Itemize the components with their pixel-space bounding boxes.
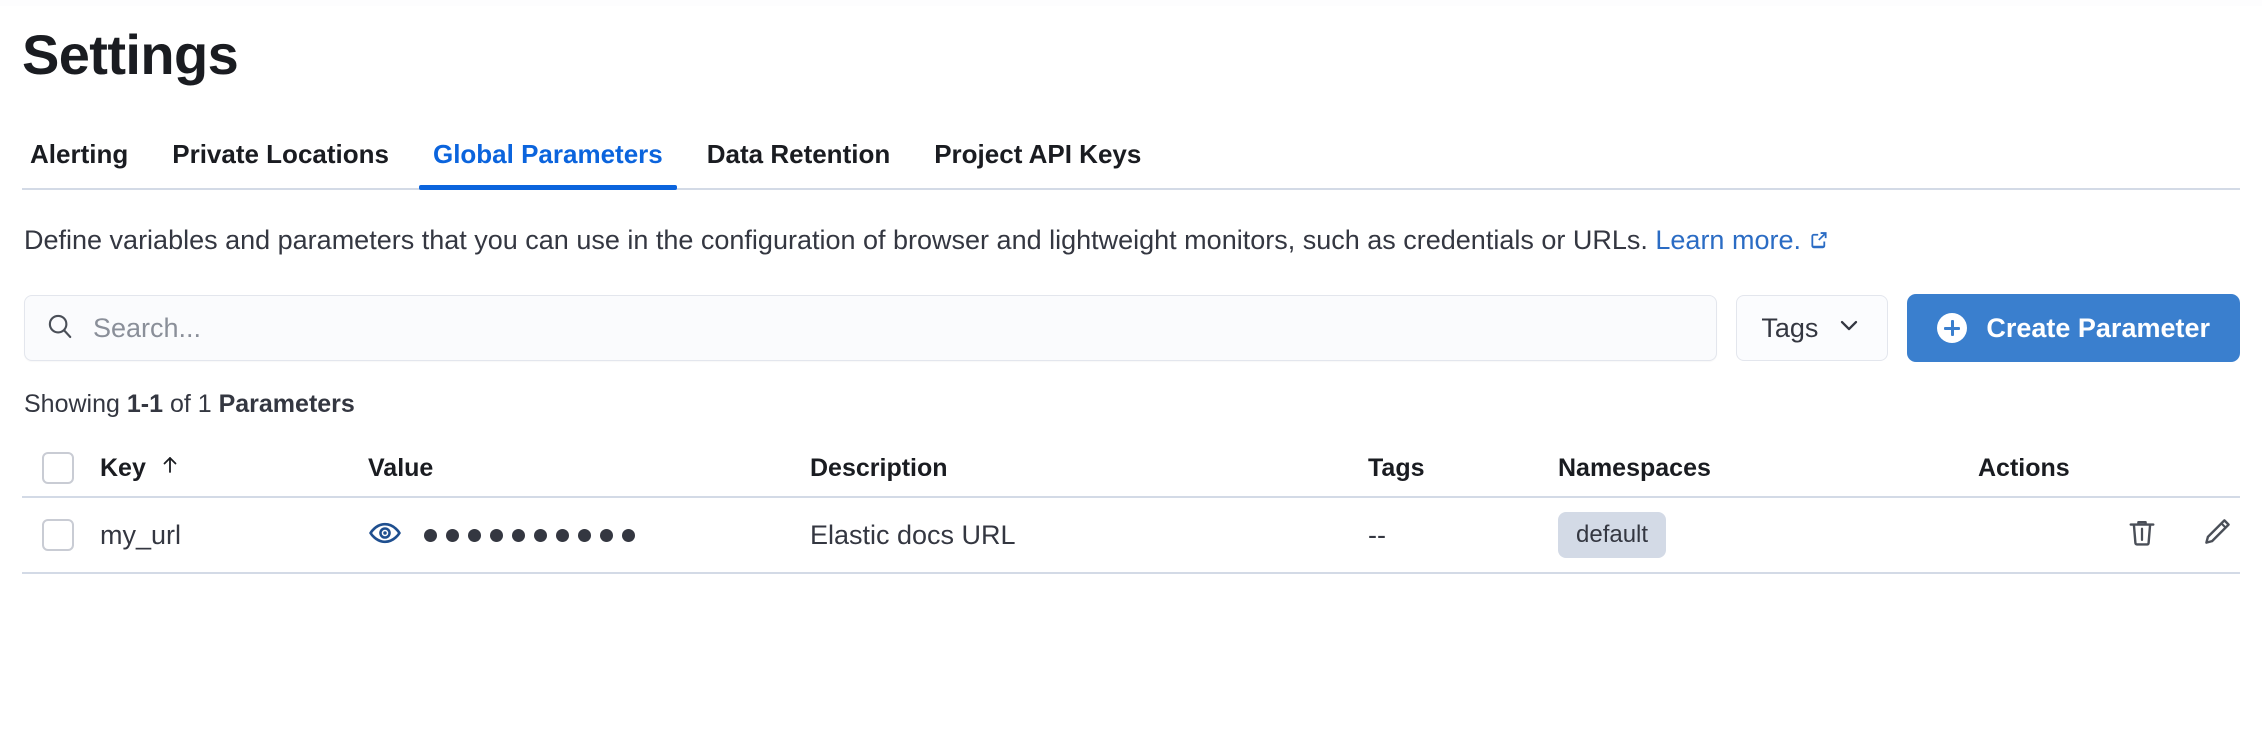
- controls-bar: Tags Create Parameter: [22, 294, 2240, 362]
- search-box[interactable]: [24, 295, 1718, 361]
- page-description: Define variables and parameters that you…: [22, 216, 2240, 267]
- table-head: Key Value Description: [22, 440, 2240, 498]
- row-tags-cell: --: [1368, 497, 1558, 574]
- row-namespaces-cell: default: [1558, 497, 1978, 574]
- column-header-tags: Tags: [1368, 440, 1558, 498]
- search-icon: [45, 311, 75, 346]
- row-tags-value: --: [1368, 519, 1386, 550]
- table-row: my_url: [22, 497, 2240, 574]
- column-header-key[interactable]: Key: [100, 440, 368, 498]
- row-key-cell: my_url: [100, 497, 368, 574]
- column-header-description: Description: [810, 440, 1368, 498]
- namespace-badge: default: [1558, 512, 1667, 558]
- chevron-down-icon: [1835, 311, 1863, 346]
- results-count: Showing 1-1 of 1 Parameters: [22, 390, 2240, 418]
- column-header-value: Value: [368, 440, 810, 498]
- plus-circle-icon: [1937, 313, 1968, 343]
- column-header-tags-label: Tags: [1368, 453, 1425, 482]
- tab-global-parameters[interactable]: Global Parameters: [411, 139, 685, 190]
- row-description-value: Elastic docs URL: [810, 519, 1016, 550]
- select-all-header: [22, 440, 100, 498]
- row-actions-cell: [1978, 497, 2240, 574]
- row-select-cell: [22, 497, 100, 574]
- row-checkbox[interactable]: [42, 519, 74, 551]
- table-body: my_url: [22, 497, 2240, 574]
- column-header-namespaces: Namespaces: [1558, 440, 1978, 498]
- trash-icon[interactable]: [2124, 515, 2160, 556]
- column-header-namespaces-label: Namespaces: [1558, 453, 1711, 482]
- column-header-actions: Actions: [1978, 440, 2240, 498]
- tab-private-locations[interactable]: Private Locations: [172, 139, 389, 169]
- learn-more-label: Learn more.: [1655, 225, 1801, 255]
- settings-tabs: Alerting Private Locations Global Parame…: [22, 126, 2240, 190]
- column-header-value-label: Value: [368, 453, 434, 482]
- tags-filter-label: Tags: [1761, 312, 1819, 343]
- external-link-icon: [1808, 218, 1830, 267]
- create-parameter-button[interactable]: Create Parameter: [1907, 294, 2240, 362]
- create-parameter-label: Create Parameter: [1986, 312, 2210, 343]
- learn-more-link[interactable]: Learn more.: [1655, 225, 1801, 255]
- showing-entity: Parameters: [218, 390, 355, 418]
- description-text: Define variables and parameters that you…: [24, 225, 1648, 255]
- column-header-actions-label: Actions: [1978, 453, 2070, 482]
- row-description-cell: Elastic docs URL: [810, 497, 1368, 574]
- tab-data-retention[interactable]: Data Retention: [706, 139, 891, 169]
- row-value-cell: [368, 497, 810, 574]
- column-header-description-label: Description: [810, 453, 948, 482]
- eye-icon[interactable]: [368, 516, 402, 555]
- arrow-up-icon: [158, 453, 182, 484]
- showing-range: 1-1: [126, 390, 163, 418]
- showing-of: of 1: [163, 390, 219, 418]
- showing-prefix: Showing: [24, 390, 127, 418]
- top-edge: [0, 0, 2262, 6]
- masked-value: [424, 528, 635, 542]
- tab-project-api-keys[interactable]: Project API Keys: [934, 139, 1142, 169]
- column-header-key-label: Key: [100, 453, 146, 482]
- pencil-icon[interactable]: [2198, 515, 2234, 556]
- tags-filter-button[interactable]: Tags: [1736, 295, 1889, 361]
- tab-alerting[interactable]: Alerting: [30, 139, 129, 169]
- select-all-checkbox[interactable]: [42, 452, 74, 484]
- row-key-value: my_url: [100, 519, 182, 550]
- search-input[interactable]: [93, 312, 1697, 344]
- table-header-row: Key Value Description: [22, 440, 2240, 498]
- page-title: Settings: [22, 23, 239, 86]
- parameters-table: Key Value Description: [22, 440, 2240, 574]
